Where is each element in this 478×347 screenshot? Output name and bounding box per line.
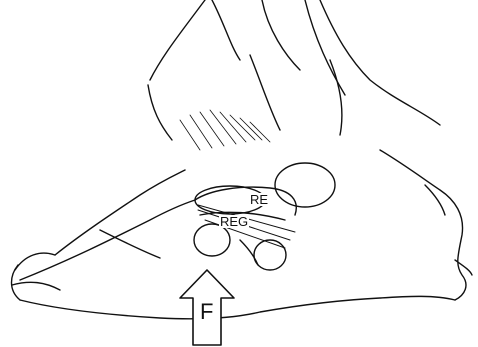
label-force: F xyxy=(200,301,213,323)
label-reg: REG xyxy=(219,215,249,228)
leg-outline xyxy=(148,0,440,140)
heel-outline xyxy=(380,150,472,300)
instep-outline xyxy=(20,170,195,280)
label-re: RE xyxy=(249,193,269,206)
ankle-bones xyxy=(194,163,335,270)
sole-outline xyxy=(12,253,456,319)
leg-hatching xyxy=(180,110,270,150)
